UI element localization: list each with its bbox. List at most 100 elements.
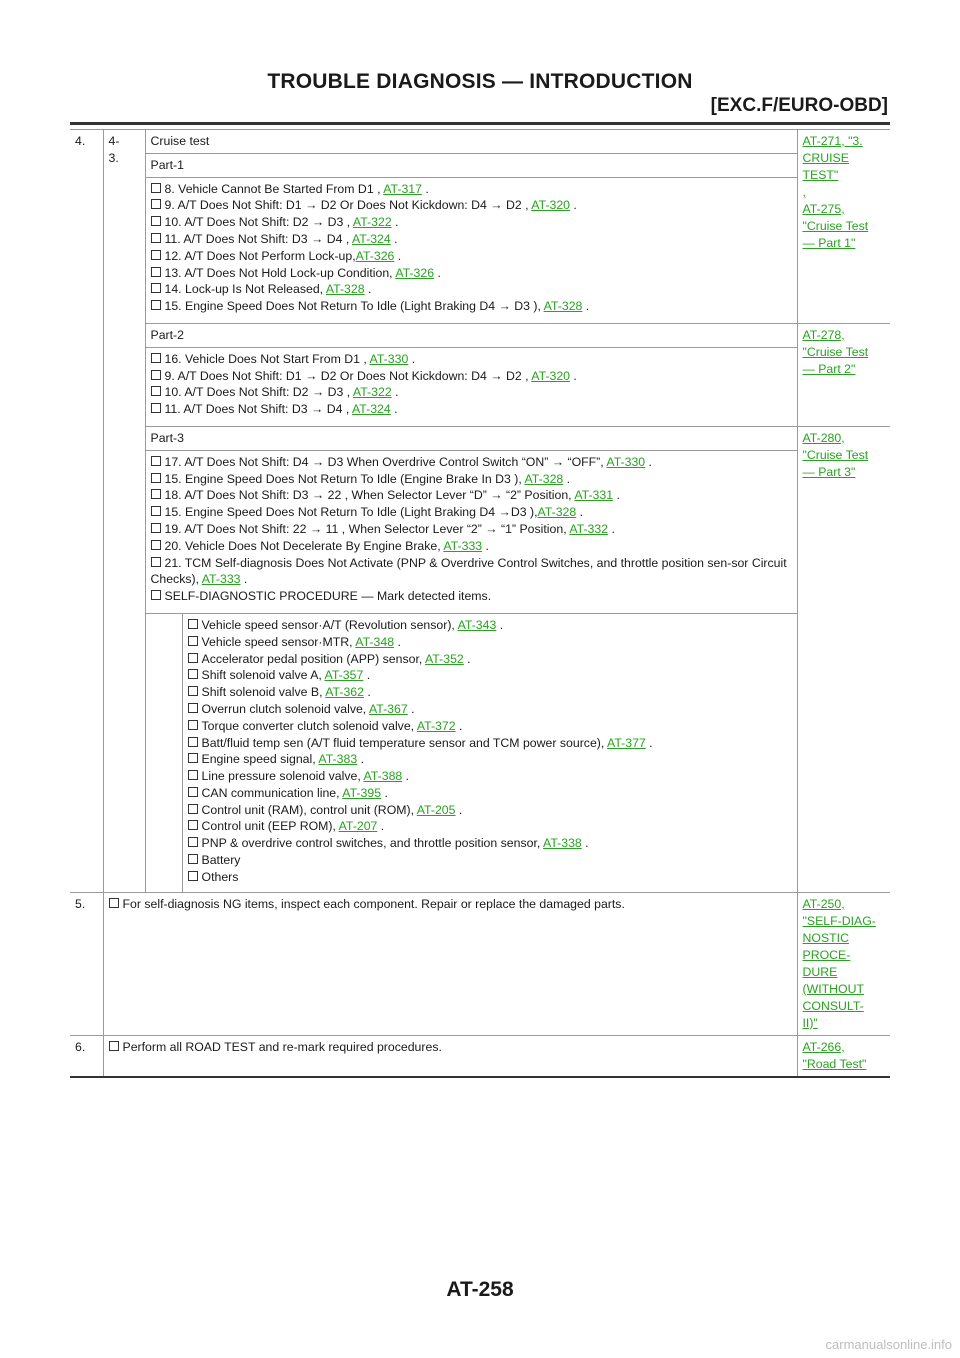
checkbox-icon[interactable] [187, 820, 198, 831]
checklist-item-text: 19. A/T Does Not Shift: 22 → 11 , When S… [164, 521, 570, 536]
checklist-item-end: . [363, 668, 371, 683]
reference-link[interactable]: TEST" [802, 168, 839, 182]
checkbox-icon[interactable] [150, 455, 161, 466]
reference-link[interactable]: AT-322 [352, 385, 392, 400]
reference-link[interactable]: AT-271, "3. [802, 134, 863, 148]
reference-link[interactable]: AT-328 [524, 471, 564, 486]
checkbox-icon[interactable] [150, 249, 161, 260]
checkbox-icon[interactable] [150, 590, 161, 601]
reference-link[interactable]: AT-331 [574, 488, 614, 503]
table-row: 6. Perform all ROAD TEST and re-mark req… [70, 1034, 890, 1078]
checkbox-icon[interactable] [187, 702, 198, 713]
checkbox-icon[interactable] [187, 837, 198, 848]
reference-link[interactable]: , [802, 185, 806, 199]
reference-link[interactable]: AT-352 [425, 651, 464, 666]
checkbox-icon[interactable] [187, 719, 198, 730]
checkbox-icon[interactable] [187, 786, 198, 797]
checkbox-icon[interactable] [150, 216, 161, 227]
reference-link[interactable]: AT-372 [416, 718, 456, 733]
reference-link[interactable]: AT-320 [531, 198, 571, 213]
checkbox-icon[interactable] [187, 652, 198, 663]
reference-link[interactable]: AT-317 [383, 181, 422, 196]
reference-link[interactable]: "SELF-DIAG- [802, 913, 876, 928]
checkbox-icon[interactable] [150, 403, 161, 414]
reference-link[interactable]: AT-324 [352, 402, 391, 417]
checkbox-icon[interactable] [187, 870, 198, 881]
checkbox-icon[interactable] [150, 539, 161, 550]
checklist-item: 15. Engine Speed Does Not Return To Idle… [150, 298, 792, 315]
checkbox-icon[interactable] [187, 618, 198, 629]
checkbox-icon[interactable] [150, 266, 161, 277]
reference-link[interactable]: DURE [802, 964, 838, 979]
reference-link[interactable]: "Cruise Test [802, 344, 869, 359]
page-number: AT-258 [446, 1278, 514, 1301]
reference-link[interactable]: II)" [802, 1015, 818, 1030]
reference-link[interactable]: AT-362 [325, 685, 364, 700]
checkbox-icon[interactable] [150, 556, 161, 567]
reference-link[interactable]: AT-330 [369, 351, 409, 366]
reference-link[interactable]: AT-322 [352, 215, 392, 230]
reference-link[interactable]: AT-326 [355, 248, 395, 263]
checkbox-icon[interactable] [150, 352, 161, 363]
reference-link[interactable]: AT-266, [802, 1039, 845, 1054]
reference-link[interactable]: AT-250, [802, 896, 845, 911]
reference-link[interactable]: — Part 1" [802, 236, 856, 250]
checkbox-icon[interactable] [187, 669, 198, 680]
reference-link[interactable]: "Cruise Test [802, 219, 869, 233]
reference-link[interactable]: AT-205 [416, 802, 456, 817]
checkbox-icon[interactable] [150, 506, 161, 517]
reference-link[interactable]: AT-383 [318, 752, 358, 767]
checkbox-icon[interactable] [187, 635, 198, 646]
reference-link[interactable]: AT-278, [802, 327, 845, 342]
reference-link[interactable]: (WITHOUT [802, 981, 864, 996]
checkbox-icon[interactable] [187, 736, 198, 747]
reference-link[interactable]: — Part 3" [802, 464, 856, 479]
reference-link[interactable]: NOSTIC [802, 930, 849, 945]
reference-link[interactable]: AT-332 [569, 521, 609, 536]
reference-link[interactable]: "Road Test" [802, 1056, 867, 1071]
reference-link[interactable]: AT-328 [325, 282, 365, 297]
checkbox-icon[interactable] [150, 472, 161, 483]
checkbox-icon[interactable] [150, 300, 161, 311]
checkbox-icon[interactable] [150, 199, 161, 210]
checkbox-icon[interactable] [150, 283, 161, 294]
reference-link[interactable]: AT-357 [324, 668, 364, 683]
checkbox-icon[interactable] [150, 489, 161, 500]
reference-link[interactable]: AT-324 [352, 231, 391, 246]
checkbox-icon[interactable] [150, 522, 161, 533]
reference-link[interactable]: AT-207 [338, 819, 378, 834]
reference-link[interactable]: AT-328 [537, 505, 577, 520]
reference-link[interactable]: PROCE- [802, 947, 851, 962]
checkbox-icon[interactable] [150, 386, 161, 397]
checkbox-icon[interactable] [108, 897, 119, 908]
checkbox-icon[interactable] [187, 753, 198, 764]
reference-link[interactable]: AT-348 [355, 634, 395, 649]
reference-link[interactable]: AT-377 [607, 735, 646, 750]
reference-link[interactable]: AT-326 [395, 265, 435, 280]
reference-link[interactable]: — Part 2" [802, 361, 856, 376]
reference-link[interactable]: AT-388 [363, 769, 403, 784]
reference-link[interactable]: AT-275, [802, 202, 845, 216]
reference-link[interactable]: AT-395 [342, 785, 382, 800]
reference-link[interactable]: AT-333 [443, 538, 483, 553]
checkbox-icon[interactable] [187, 854, 198, 865]
checkbox-icon[interactable] [108, 1040, 119, 1051]
checkbox-icon[interactable] [187, 770, 198, 781]
reference-link[interactable]: AT-333 [201, 572, 241, 587]
reference-link[interactable]: AT-320 [531, 368, 571, 383]
checkbox-icon[interactable] [150, 232, 161, 243]
reference-link[interactable]: AT-367 [368, 701, 408, 716]
checkbox-icon[interactable] [187, 803, 198, 814]
reference-link[interactable]: AT-330 [606, 454, 646, 469]
reference-link[interactable]: CRUISE [802, 151, 849, 165]
checkbox-icon[interactable] [150, 182, 161, 193]
step-number: 6. [70, 1034, 104, 1078]
reference-link[interactable]: "Cruise Test [802, 447, 869, 462]
reference-link[interactable]: AT-328 [543, 299, 583, 314]
reference-link[interactable]: AT-280, [802, 430, 845, 445]
checkbox-icon[interactable] [150, 369, 161, 380]
reference-link[interactable]: AT-343 [457, 617, 497, 632]
reference-link[interactable]: CONSULT- [802, 998, 864, 1013]
checkbox-icon[interactable] [187, 686, 198, 697]
reference-link[interactable]: AT-338 [543, 836, 582, 851]
